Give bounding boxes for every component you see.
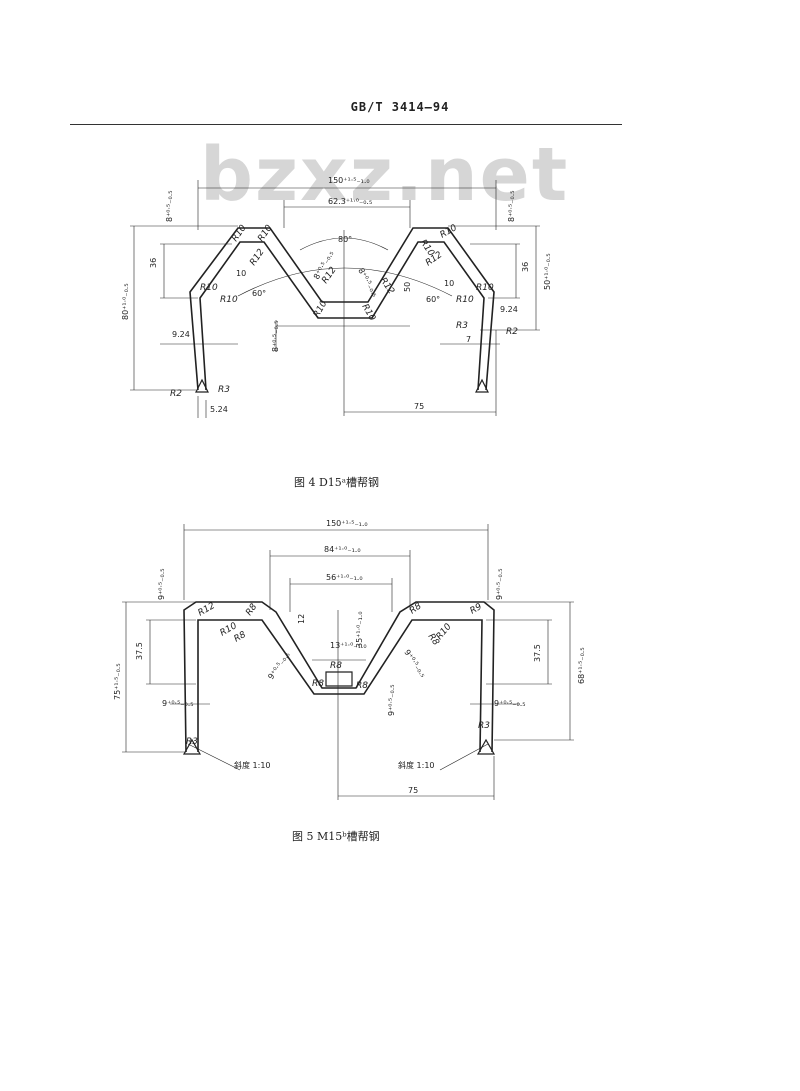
fig4-d36-left: 36 — [149, 258, 158, 268]
fig4-radius-13: R10 — [359, 303, 377, 324]
fig4-angle-right: 60° — [426, 295, 440, 304]
fig5-dim-lines — [122, 524, 574, 800]
fig4-t-bottom: 8⁺⁰·⁵₋₀.₅ — [271, 321, 280, 352]
fig4-radius-3: R12 — [248, 247, 267, 267]
fig4-radius-1: R10 — [230, 223, 249, 243]
fig5-d35: 35⁺¹·⁰₋₁.₀ — [355, 611, 364, 648]
fig5-radius-5: R8 — [312, 679, 324, 689]
fig5-d375-left: 37.5 — [135, 642, 144, 660]
fig4-corner-r2-left: R2 — [170, 389, 182, 399]
fig5-width-total: 150⁺¹·⁵₋₁.₀ — [326, 519, 368, 528]
fig4-right-foot — [475, 378, 489, 393]
fig4-inner-profile — [199, 241, 485, 391]
fig5-h-left: 75⁺¹·⁵₋₀.₅ — [113, 663, 122, 700]
fig5-radius-6: R8 — [330, 661, 342, 671]
fig5-inner-profile — [197, 619, 483, 753]
fig4-d924-right: 9.24 — [500, 305, 518, 314]
fig5-slope-left: 斜度 1:10 — [234, 760, 271, 770]
fig4-width-total: 150⁺¹·⁵₋₁.₀ — [328, 176, 370, 185]
fig5-radius-13: R3 — [478, 721, 490, 731]
fig4-radius-2: R10 — [256, 223, 275, 243]
fig5-slope-right: 斜度 1:10 — [398, 760, 435, 770]
fig4-corner-r3-right: R3 — [456, 321, 468, 331]
fig4-corner-r3-left: R3 — [218, 385, 230, 395]
fig4-d7: 7 — [466, 335, 471, 344]
fig5-radius-11: R8 — [408, 601, 424, 616]
fig4-d50-center: 50 — [403, 282, 412, 292]
fig5-dim-labels: 150⁺¹·⁵₋₁.₀ 84⁺¹·⁰₋₁.₀ 56⁺¹·⁰₋₁.₀ 12 13⁺… — [113, 519, 586, 795]
fig5-half-width: 75 — [408, 786, 418, 795]
figure5-drawing — [122, 524, 574, 800]
fig5-t-bottom: 9⁺⁰·⁵₋₀.₅ — [387, 685, 396, 716]
fig4-h-left: 80⁺¹·⁰₋₀.₅ — [121, 283, 130, 320]
fig5-t-top-left: 9⁺⁰·⁵₋₀.₅ — [157, 569, 166, 600]
fig4-d924-left: 9.24 — [172, 330, 190, 339]
fig4-dim-labels: 150⁺¹·⁵₋₁.₀ 62.3⁺¹·⁰₋₀.₅ 80⁺¹·⁰₋₀.₅ 36 8… — [121, 176, 552, 414]
fig4-angle-left: 60° — [252, 289, 266, 298]
fig4-angle-arc — [299, 237, 389, 251]
fig5-t-web-left: 9⁺⁰·⁵₋₀.₅ — [266, 650, 291, 681]
standard-header: GB/T 3414—94 — [350, 100, 450, 114]
fig4-dim-lines — [130, 180, 540, 418]
fig4-d524: 5.24 — [210, 405, 228, 414]
fig4-half-width: 75 — [414, 402, 424, 411]
fig5-center-bump — [325, 671, 353, 687]
fig4-radius-11: R10 — [476, 283, 494, 293]
fig5-radius-1: R12 — [197, 601, 218, 619]
fig4-d10-right: 10 — [444, 279, 454, 288]
fig5-d13: 13⁺¹·⁰₋₁.₀ — [330, 641, 367, 650]
fig4-t-top-left: 8⁺⁰·⁵₋₀.₅ — [165, 191, 174, 222]
fig5-outer-profile — [183, 601, 495, 753]
fig5-radius-4: R8 — [244, 602, 259, 618]
fig5-left-foot — [182, 738, 202, 755]
fig5-d84: 84⁺¹·⁰₋₁.₀ — [324, 545, 361, 554]
fig5-radius-10: R9 — [469, 602, 485, 617]
figure4-drawing — [130, 180, 540, 418]
fig4-radius-4: R10 — [200, 283, 218, 293]
fig4-t-top-right: 8⁺⁰·⁵₋₀.₅ — [507, 191, 516, 222]
fig4-left-foot — [195, 378, 209, 393]
fig4-angle-top: 80° — [338, 235, 352, 244]
watermark: bzxz.net — [200, 132, 570, 218]
figure5-caption: 图 5 M15ᵇ槽帮钢 — [292, 830, 380, 843]
fig4-radius-5: R10 — [220, 295, 238, 305]
fig5-t-top-right: 9⁺⁰·⁵₋₀.₅ — [495, 569, 504, 600]
fig4-d36-right: 36 — [521, 262, 530, 272]
fig4-t-web-right: 8⁺⁰·⁵₋₀.₅ — [356, 267, 380, 299]
fig5-d56: 56⁺¹·⁰₋₁.₀ — [326, 573, 363, 582]
fig5-radius-12: R3 — [186, 737, 198, 747]
fig4-outer-profile — [189, 227, 495, 391]
fig4-h-right: 50⁺¹·⁰₋₀.₅ — [543, 253, 552, 290]
fig5-radius-7: R8 — [356, 681, 368, 691]
fig5-h-right: 68⁺¹·⁵₋₀.₅ — [577, 647, 586, 684]
figure4-caption: 图 4 D15ᵃ槽帮钢 — [294, 476, 380, 489]
fig4-radius-10: R10 — [456, 295, 474, 305]
fig5-d12: 12 — [297, 614, 306, 624]
fig4-corner-r2-right: R2 — [506, 327, 518, 337]
fig5-t-leg-right: 9⁺⁰·⁵₋₀.₅ — [494, 699, 525, 708]
fig5-t-leg-left: 9⁺⁰·⁵₋₀.₅ — [162, 699, 193, 708]
header-rule — [70, 124, 622, 125]
fig5-t-web-right: 9⁺⁰·⁵₋₀.₅ — [402, 648, 427, 679]
fig4-top-span: 62.3⁺¹·⁰₋₀.₅ — [328, 197, 372, 206]
fig5-d375-right: 37.5 — [533, 644, 542, 662]
fig4-d10-left: 10 — [236, 269, 246, 278]
